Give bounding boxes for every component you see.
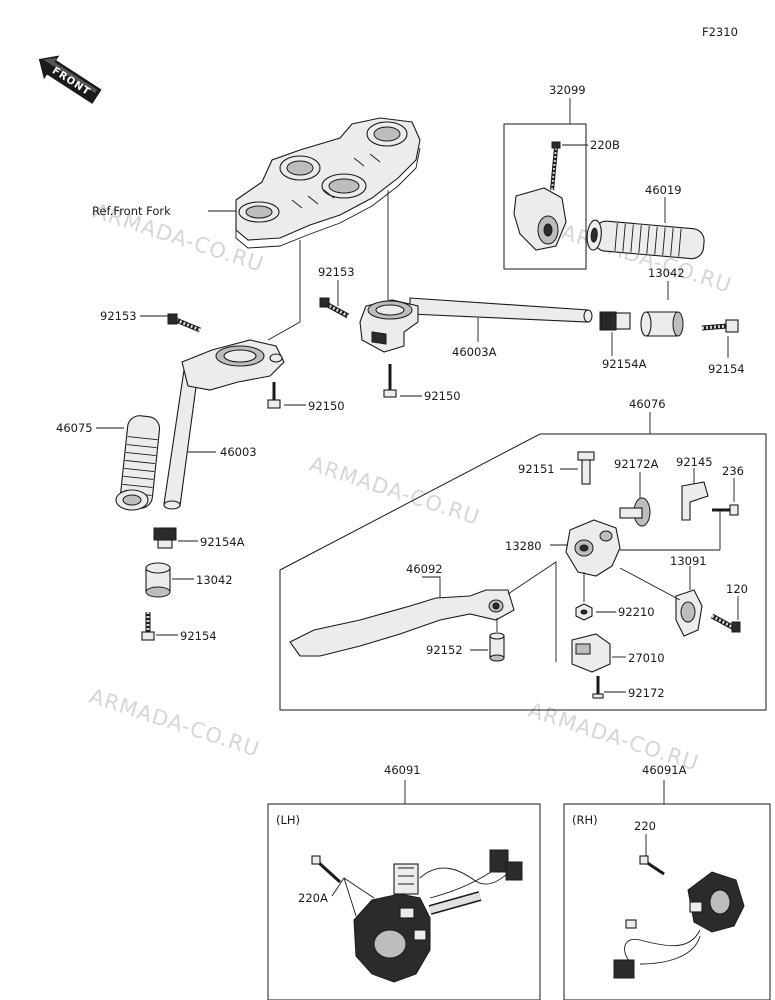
part-label-92210: 92210 (618, 605, 655, 619)
part-label-92172A: 92172A (614, 457, 659, 471)
watermark: ARMADA-CO.RU (86, 684, 262, 762)
spring-92145 (681, 481, 709, 521)
part-label-92172: 92172 (628, 686, 665, 700)
screw-220B (550, 141, 561, 191)
bolt-92153-mid (319, 297, 350, 319)
figure-code: F2310 (702, 25, 738, 39)
part-label-92154A-top: 92154A (602, 357, 647, 371)
part-label-46092: 46092 (406, 562, 443, 576)
box-46091A-rh (563, 803, 771, 1000)
part-label-46019: 46019 (645, 183, 682, 197)
part-label-92145: 92145 (676, 455, 713, 469)
part-label-92154-top: 92154 (708, 362, 745, 376)
screw-92172 (592, 676, 604, 699)
part-label-13280: 13280 (505, 539, 542, 553)
part-label-92152: 92152 (426, 643, 463, 657)
part-label-92150-mid: 92150 (424, 389, 461, 403)
part-label-13042-top: 13042 (648, 266, 685, 280)
part-label-92154-bottom: 92154 (180, 629, 217, 643)
right-grip (586, 219, 705, 260)
right-handlebar-46003A (359, 297, 593, 353)
bar-end-weight-top (640, 311, 684, 337)
part-label-120: 120 (726, 582, 748, 596)
bar-end-weight-bottom (145, 562, 171, 598)
box-rh-label: (RH) (572, 813, 598, 827)
part-label-236: 236 (722, 464, 744, 478)
part-label-92150-left: 92150 (308, 399, 345, 413)
part-label-46003A: 46003A (452, 345, 497, 359)
box-46076 (279, 433, 767, 711)
part-label-220: 220 (634, 819, 656, 833)
part-label-220B: 220B (590, 138, 620, 152)
box-46091-lh (267, 803, 541, 1000)
bolt-92154-top (701, 319, 739, 333)
ref-front-fork-label: Ref.Front Fork (92, 204, 171, 218)
part-label-13042-bottom: 13042 (196, 573, 233, 587)
part-label-220A: 220A (298, 891, 328, 905)
part-label-32099: 32099 (549, 83, 586, 97)
part-label-46003: 46003 (220, 445, 257, 459)
part-label-92153-mid: 92153 (318, 265, 355, 279)
bolt-92150-left (267, 382, 281, 409)
left-handlebar-46003 (163, 339, 285, 510)
lever-holder-13280 (565, 519, 621, 577)
throttle-housing (513, 187, 567, 251)
clamp-13091 (675, 589, 703, 637)
bushing-92152 (489, 632, 505, 662)
bolt-120 (710, 613, 741, 633)
part-label-46091A: 46091A (642, 763, 687, 777)
box-32099 (503, 123, 587, 270)
lever-46092 (289, 589, 515, 657)
collar-92154A-bottom (153, 527, 177, 549)
part-label-92154A-bottom: 92154A (200, 535, 245, 549)
part-label-92151: 92151 (518, 462, 555, 476)
adjuster-92172A (619, 497, 651, 527)
screw-236 (712, 504, 739, 516)
bolt-92153-left (167, 313, 201, 333)
collar-92154A-top (599, 311, 631, 331)
part-label-46075: 46075 (56, 421, 93, 435)
part-label-46091: 46091 (384, 763, 421, 777)
left-switch-assembly (353, 849, 523, 983)
box-lh-label: (LH) (276, 813, 300, 827)
front-arrow-icon: FRONT (38, 55, 102, 104)
bolt-92150-mid (383, 364, 397, 398)
part-label-13091: 13091 (670, 554, 707, 568)
screw-220 (639, 855, 665, 876)
watermark: ARMADA-CO.RU (306, 452, 482, 530)
pivot-bolt-92151 (577, 451, 595, 485)
top-triple-clamp (235, 117, 421, 249)
right-switch-assembly (613, 871, 745, 979)
bolt-92154-bottom (141, 612, 155, 641)
screw-220A (311, 855, 342, 884)
part-label-27010: 27010 (628, 651, 665, 665)
part-label-92153-left: 92153 (100, 309, 137, 323)
part-label-46076: 46076 (629, 397, 666, 411)
switch-27010 (571, 633, 611, 673)
